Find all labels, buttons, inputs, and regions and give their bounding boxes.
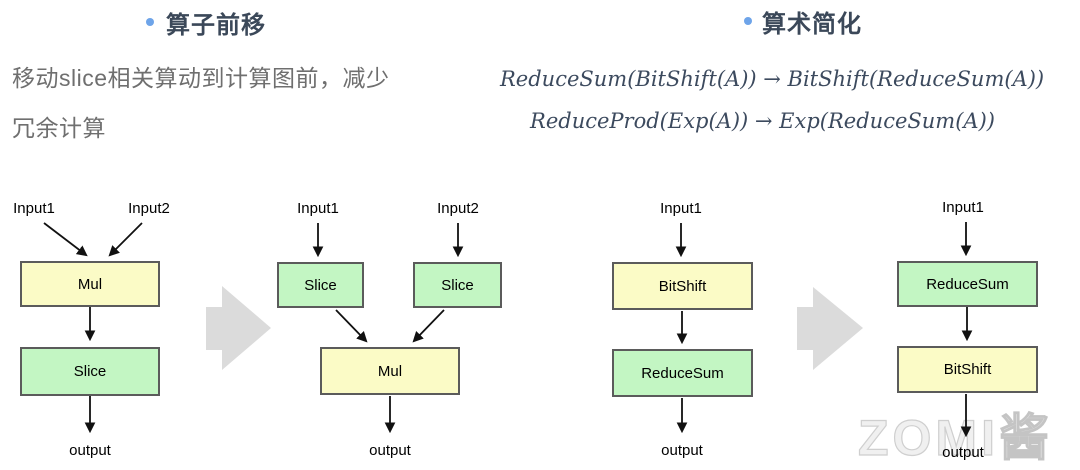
- big-transition-arrow-1: [206, 286, 271, 370]
- left-section-title: 算子前移: [166, 12, 266, 39]
- right-section-title: 算术简化: [762, 11, 862, 38]
- d2-output-label: output: [369, 442, 411, 459]
- formula-2: ReduceProd(Exp(A)) → Exp(ReduceSum(A)): [530, 109, 995, 133]
- watermark-cjk: 酱: [998, 409, 1053, 466]
- d3-input1-label: Input1: [660, 200, 702, 217]
- d1-input1-label: Input1: [13, 200, 55, 217]
- left-section-description: 移动slice相关算动到计算图前，减少 冗余计算: [12, 53, 472, 153]
- d4-bitshift-node: BitShift: [897, 346, 1038, 393]
- right-bullet-icon: [744, 17, 752, 25]
- d1-input1-arrow: [43, 222, 88, 257]
- d1-slice-node: Slice: [20, 347, 160, 396]
- formula-block: ReduceSum(BitShift(A)) → BitShift(Reduce…: [500, 58, 1045, 142]
- d2-slice1-node: Slice: [277, 262, 364, 308]
- watermark-latin: ZOMI: [857, 409, 999, 466]
- description-line-1: 移动slice相关算动到计算图前，减少: [12, 65, 390, 91]
- d2-slice1-to-mul-arrow: [335, 309, 368, 343]
- big-transition-arrow-2: [797, 287, 863, 370]
- d1-output-label: output: [69, 442, 111, 459]
- d3-bitshift-node: BitShift: [612, 262, 753, 310]
- d2-input1-label: Input1: [297, 200, 339, 217]
- d2-slice2-to-mul-arrow: [412, 309, 445, 343]
- d4-reducesum-node: ReduceSum: [897, 261, 1038, 307]
- d2-slice2-node: Slice: [413, 262, 502, 308]
- d3-output-label: output: [661, 442, 703, 459]
- d3-reducesum-node: ReduceSum: [612, 349, 753, 397]
- d1-input2-arrow: [108, 222, 143, 257]
- d4-output-label: output: [942, 444, 984, 461]
- zomi-watermark: ZOMI酱: [857, 398, 1053, 470]
- formula-1: ReduceSum(BitShift(A)) → BitShift(Reduce…: [500, 67, 1045, 91]
- left-bullet-icon: [146, 18, 154, 26]
- d1-mul-node: Mul: [20, 261, 160, 307]
- d2-input2-label: Input2: [437, 200, 479, 217]
- d2-mul-node: Mul: [320, 347, 460, 395]
- description-line-2: 冗余计算: [12, 115, 106, 141]
- d1-input2-label: Input2: [128, 200, 170, 217]
- d4-input1-label: Input1: [942, 199, 984, 216]
